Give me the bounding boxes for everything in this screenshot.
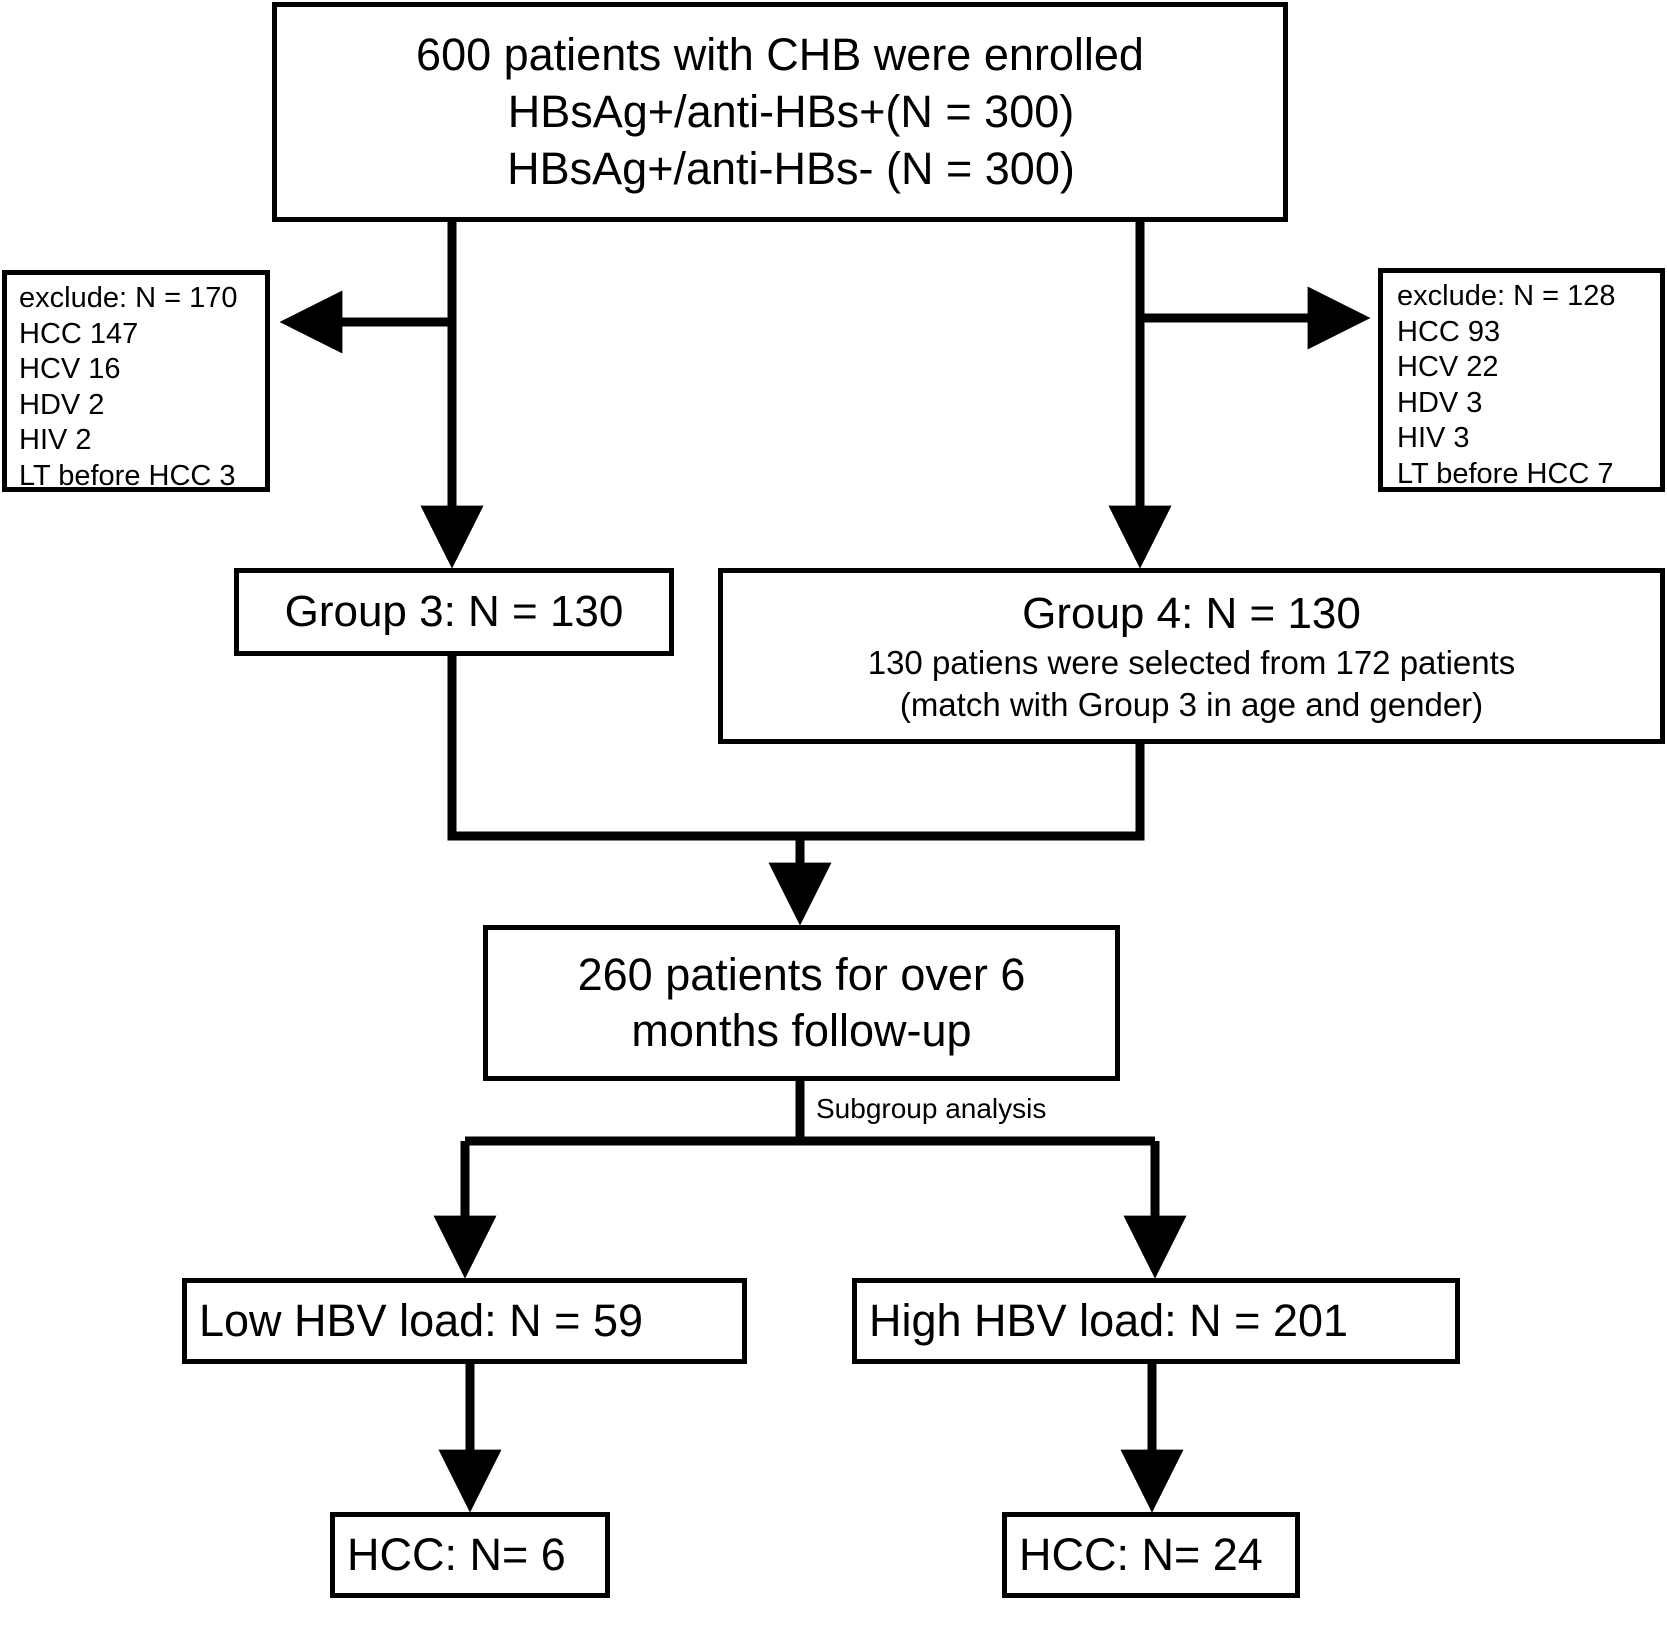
hcc-low-load-title: HCC: N= 6 [347,1529,566,1580]
enrollment-line-1: 600 patients with CHB were enrolled [416,28,1144,80]
group3-box: Group 3: N = 130 [234,568,674,656]
exclude-left-total: exclude: N = 170 [19,282,238,314]
low-hbv-load-title: Low HBV load: N = 59 [199,1295,644,1346]
high-hbv-load-title: High HBV load: N = 201 [869,1295,1349,1346]
group4-detail-1: 130 patiens were selected from 172 patie… [867,644,1516,681]
high-hbv-load-box: High HBV load: N = 201 [852,1278,1460,1364]
hcc-high-load-title: HCC: N= 24 [1019,1529,1263,1580]
group4-title: Group 4: N = 130 [1022,589,1361,638]
group4-detail-2: (match with Group 3 in age and gender) [899,686,1484,723]
enrollment-line-2: HBsAg+/anti-HBs+(N = 300) [507,85,1075,137]
exclude-left-hiv: HIV 2 [19,424,92,456]
exclude-right-hcv: HCV 22 [1397,351,1499,383]
exclude-left-lt: LT before HCC 3 [19,459,236,492]
exclude-right-hcc: HCC 93 [1397,315,1501,348]
exclude-right-hdv: HDV 3 [1397,386,1483,419]
group3-title: Group 3: N = 130 [284,587,624,636]
exclude-left-hcc: HCC 147 [19,317,139,350]
exclusion-box-right: exclude: N = 128 HCC 93 HCV 22 HDV 3 HIV… [1378,268,1665,492]
hcc-low-load-box: HCC: N= 6 [330,1512,610,1598]
followup-line-1: 260 patients for over 6 [577,949,1026,1000]
hcc-high-load-box: HCC: N= 24 [1002,1512,1300,1598]
group4-box: Group 4: N = 130 130 patiens were select… [718,568,1665,744]
exclude-right-total: exclude: N = 128 [1397,280,1616,312]
subgroup-analysis-label: Subgroup analysis [816,1093,1047,1124]
enrollment-box: 600 patients with CHB were enrolled HBsA… [272,2,1288,222]
low-hbv-load-box: Low HBV load: N = 59 [182,1278,747,1364]
exclude-left-hcv: HCV 16 [19,353,121,385]
exclusion-box-left: exclude: N = 170 HCC 147 HCV 16 HDV 2 HI… [2,270,270,492]
enrollment-line-3: HBsAg+/anti-HBs- (N = 300) [507,142,1075,194]
exclude-right-lt: LT before HCC 7 [1397,457,1614,490]
exclude-left-hdv: HDV 2 [19,388,105,421]
followup-box: 260 patients for over 6 months follow-up [483,925,1120,1081]
followup-line-2: months follow-up [631,1005,972,1056]
exclude-right-hiv: HIV 3 [1397,422,1470,454]
